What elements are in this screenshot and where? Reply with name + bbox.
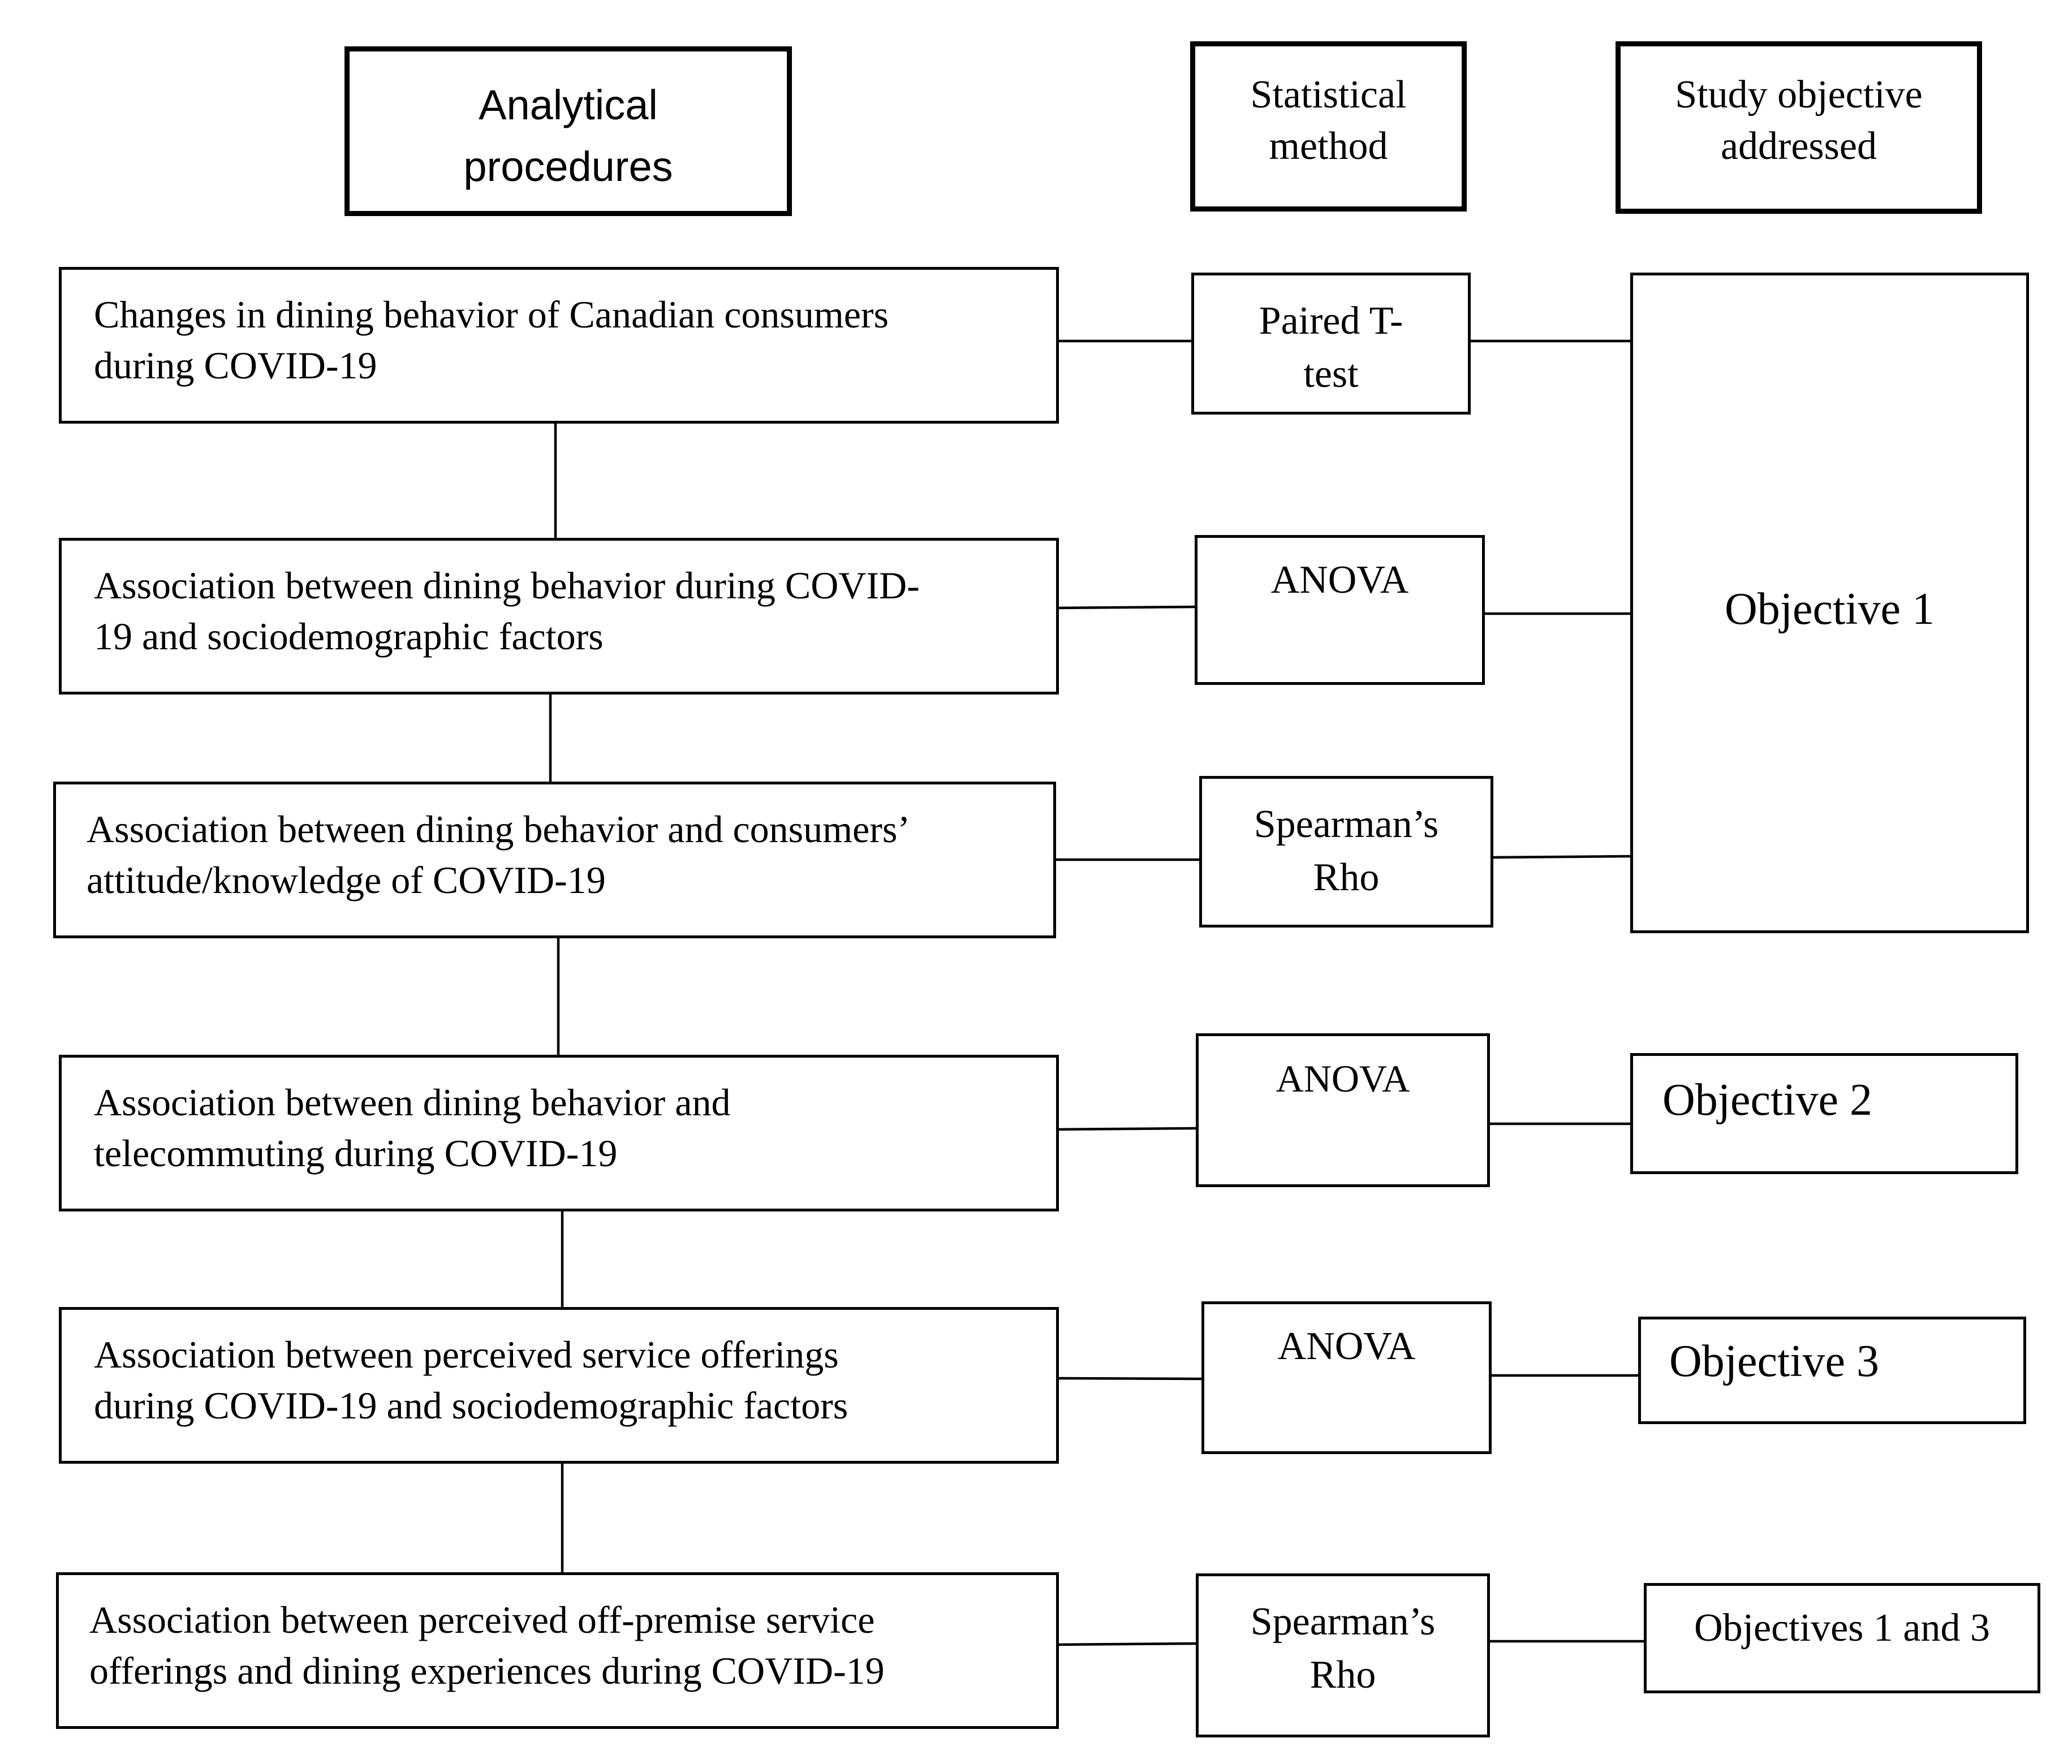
procedure-box-5: Association between perceived service of…	[59, 1307, 1059, 1464]
objective-box-3: Objective 3	[1638, 1317, 2026, 1424]
procedure-box-3: Association between dining behavior and …	[53, 782, 1056, 938]
header-method-line-2: method	[1269, 124, 1388, 168]
header-objective-line-1: Study objective	[1675, 73, 1923, 117]
procedure-box-4: Association between dining behavior and …	[59, 1055, 1059, 1211]
method-1-line-1: Paired T-	[1259, 299, 1403, 343]
method-box-5: ANOVA	[1201, 1301, 1492, 1454]
procedure-2-line-2: 19 and sociodemographic factors	[94, 615, 604, 658]
procedure-box-2: Association between dining behavior duri…	[59, 538, 1059, 695]
method-box-3: Spearman’s Rho	[1199, 776, 1493, 928]
method-2-label: ANOVA	[1270, 558, 1409, 602]
objective-3-label: Objective 3	[1669, 1336, 1879, 1386]
header-analytical-procedures: Analytical procedures	[344, 46, 792, 216]
method-6-line-1: Spearman’s	[1250, 1600, 1436, 1644]
connector-proc-method-5	[1055, 1377, 1202, 1381]
procedure-5-line-2: during COVID-19 and sociodemographic fac…	[94, 1384, 848, 1427]
header-procedures-line-1: Analytical	[479, 81, 658, 128]
method-1-line-2: test	[1303, 352, 1359, 396]
header-procedures-line-2: procedures	[463, 143, 673, 190]
connector-method-objective-3	[1492, 855, 1631, 859]
connector-proc-method-4	[1055, 1127, 1196, 1131]
objective-1-label: Objective 1	[1725, 584, 1935, 634]
method-3-line-2: Rho	[1313, 856, 1380, 899]
objective-box-2: Objective 2	[1630, 1053, 2018, 1174]
method-3-line-1: Spearman’s	[1253, 803, 1439, 846]
procedure-4-line-1: Association between dining behavior and	[94, 1081, 731, 1124]
procedure-4-line-2: telecommuting during COVID-19	[94, 1132, 618, 1175]
procedure-2-line-1: Association between dining behavior duri…	[94, 564, 920, 607]
connector-proc-method-2	[1055, 605, 1195, 610]
method-box-1: Paired T- test	[1191, 273, 1471, 415]
objective-2-label: Objective 2	[1662, 1075, 1872, 1125]
procedure-box-1: Changes in dining behavior of Canadian c…	[59, 267, 1059, 424]
method-5-label: ANOVA	[1277, 1325, 1416, 1368]
method-6-line-2: Rho	[1309, 1653, 1376, 1697]
procedure-6-line-2: offerings and dining experiences during …	[89, 1649, 885, 1692]
procedure-1-line-1: Changes in dining behavior of Canadian c…	[94, 293, 889, 336]
method-box-4: ANOVA	[1196, 1033, 1490, 1187]
method-box-6: Spearman’s Rho	[1196, 1573, 1490, 1737]
header-objective-line-2: addressed	[1720, 124, 1877, 168]
header-study-objective: Study objective addressed	[1616, 41, 1982, 214]
header-statistical-method: Statistical method	[1190, 41, 1467, 212]
method-4-label: ANOVA	[1276, 1057, 1410, 1100]
objective-box-4: Objectives 1 and 3	[1644, 1583, 2040, 1693]
connector-proc-method-6	[1055, 1642, 1196, 1646]
procedure-3-line-1: Association between dining behavior and …	[87, 808, 910, 851]
procedure-box-6: Association between perceived off-premis…	[56, 1572, 1059, 1729]
procedure-6-line-1: Association between perceived off-premis…	[89, 1598, 875, 1641]
procedure-3-line-2: attitude/knowledge of COVID-19	[87, 859, 606, 902]
method-box-2: ANOVA	[1195, 535, 1485, 685]
objectives-1-and-3-label: Objectives 1 and 3	[1694, 1606, 1990, 1650]
procedure-1-line-2: during COVID-19	[94, 344, 377, 387]
objective-box-1: Objective 1	[1630, 273, 2029, 933]
procedure-5-line-1: Association between perceived service of…	[94, 1333, 839, 1376]
header-method-line-1: Statistical	[1250, 73, 1407, 117]
